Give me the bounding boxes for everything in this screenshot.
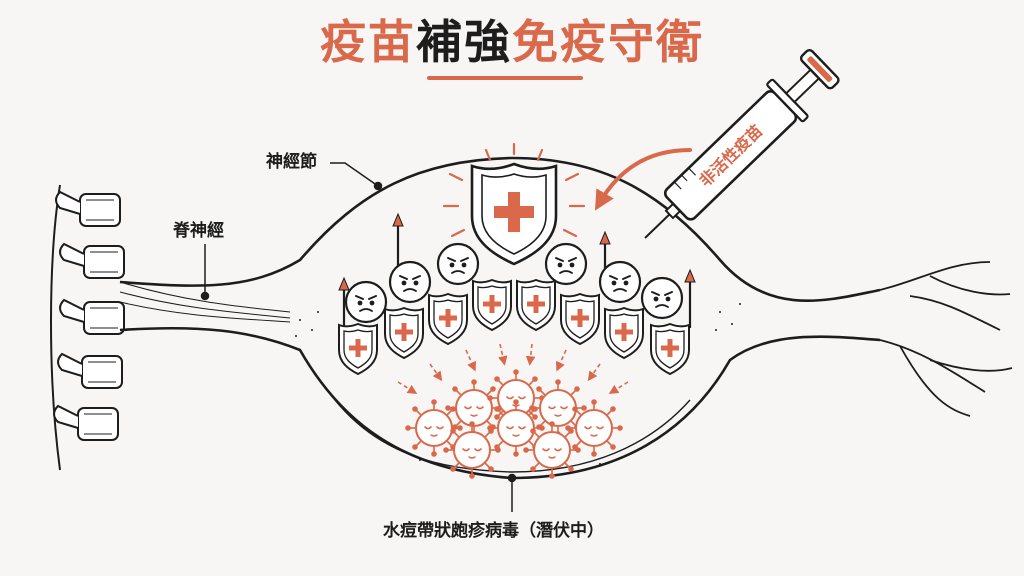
shield-cross-icon: [516, 279, 556, 331]
shield-cross-icon: [604, 307, 644, 359]
latent-virus-label: 水痘帶狀皰疹病毒（潛伏中）: [383, 521, 604, 541]
vertebra-icon: [55, 191, 121, 227]
guard-cell-icon: [640, 276, 684, 320]
decorative-dots: [295, 303, 741, 465]
vertebra-icon: [53, 405, 119, 441]
virus-icon: [565, 399, 623, 457]
shield-cross-icon: [384, 307, 424, 359]
guard-cell-icon: [436, 242, 480, 286]
spinal-nerve-label: 脊神經: [173, 221, 224, 241]
ganglion-label: 神經節: [266, 152, 317, 172]
guard-cell-icon: [598, 260, 642, 304]
title-part-boost: 補強: [416, 15, 512, 69]
guard-cell-icon: [544, 242, 588, 286]
guard-cell-icon: [388, 260, 432, 304]
syringe-icon: 非活性疫苗: [644, 48, 840, 239]
guard-cell-icon: [344, 280, 388, 324]
label-leaders: [200, 162, 517, 512]
pressure-arrows: [397, 343, 629, 395]
vertebra-icon: [57, 353, 123, 389]
title-part-vaccine: 疫苗: [320, 15, 416, 69]
vertebra-icon: [59, 243, 125, 279]
vertebra-icon: [59, 299, 125, 335]
shield-cross-icon: [650, 323, 690, 375]
shield-cross-icon: [560, 293, 600, 345]
page-title: 疫苗補強免疫守衛: [0, 10, 1024, 74]
virus-icon: [523, 421, 581, 479]
shield-cross-icon: [472, 279, 512, 331]
shield-cross-icon: [428, 293, 468, 345]
title-part-guard: 免疫守衛: [512, 15, 704, 69]
title-underline: [427, 76, 583, 80]
shield-cross-icon: [442, 142, 586, 266]
virus-icon: [443, 421, 501, 479]
spine-column: [50, 184, 291, 471]
curved-arrow-icon: [594, 148, 692, 211]
shield-cross-icon: [338, 323, 378, 375]
